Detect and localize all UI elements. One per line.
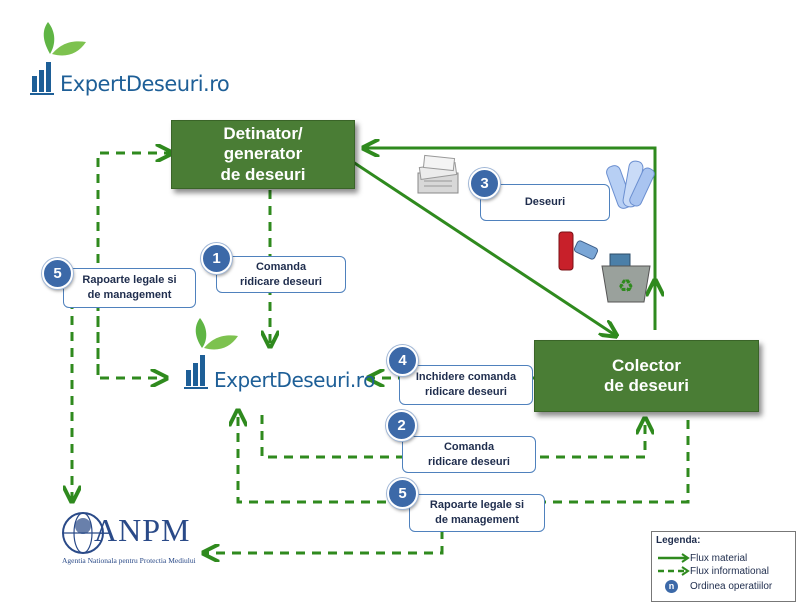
step2-label: Comanda ridicare deseuri	[402, 436, 536, 473]
collector-node: Colector de deseuri	[534, 340, 759, 412]
step5-bottom-badge: 5	[387, 478, 418, 509]
step2-badge: 2	[386, 410, 417, 441]
step1-label-text: Comanda ridicare deseuri	[240, 260, 322, 288]
logo-icon	[184, 318, 238, 389]
newspaper-stack-icon	[417, 154, 459, 194]
legend-lines-icon	[658, 553, 690, 576]
info-flow-platform-to-collector	[260, 415, 645, 459]
top-logo-text: ExpertDeseuri.ro	[60, 72, 230, 96]
generator-node: Detinator/ generator de deseuri	[171, 120, 355, 189]
step2-label-text: Comanda ridicare deseuri	[428, 440, 510, 468]
legend-informational: Flux informational	[690, 566, 769, 577]
top-logo: ExpertDeseuri.ro	[28, 20, 230, 100]
step5-bottom-label-text: Rapoarte legale si de management	[429, 499, 525, 526]
recycle-bin-icon: ♻	[601, 253, 651, 303]
svg-text:♻: ♻	[618, 276, 634, 296]
step1-label: Comanda ridicare deseuri	[216, 256, 346, 293]
legend-order-badge: n	[665, 580, 678, 593]
step5-left-label-text: Rapoarte legale si de management	[82, 274, 177, 301]
generator-node-label: Detinator/ generator de deseuri	[220, 123, 306, 184]
step4-label: Inchidere comanda ridicare deseuri	[399, 365, 533, 405]
step5-left-badge: 5	[42, 258, 73, 289]
legend-order: Ordinea operatiilor	[690, 581, 773, 592]
plastic-bottles-icon	[606, 160, 655, 209]
step4-badge: 4	[387, 345, 418, 376]
anpm-subtitle: Agentia Nationala pentru Protectia Mediu…	[62, 556, 196, 565]
info-flow-reports-to-anpm	[205, 530, 444, 553]
step5-left-label: Rapoarte legale si de management	[63, 268, 196, 308]
material-flow-to-collector	[349, 158, 615, 335]
anpm-logo: ANPM Agentia Nationala pentru Protectia …	[58, 508, 208, 570]
cans-icon	[558, 231, 599, 271]
platform-logo-text: ExpertDeseuri.ro	[214, 368, 375, 392]
info-flow-left-to-platform	[96, 300, 165, 378]
info-flow-left-top	[96, 153, 170, 375]
step5-bottom-label: Rapoarte legale si de management	[409, 494, 545, 532]
legend-material: Flux material	[690, 553, 748, 564]
anpm-title: ANPM	[94, 512, 191, 548]
legend-title: Legenda:	[656, 535, 701, 546]
material-flow-to-generator	[365, 148, 657, 330]
collector-node-label: Colector de deseuri	[603, 355, 690, 395]
step3-label-text: Deseuri	[524, 196, 566, 209]
platform-logo: ExpertDeseuri.ro	[182, 318, 375, 393]
step3-badge: 3	[469, 168, 500, 199]
legend: Legenda: Flux material Flux informationa…	[651, 531, 796, 602]
logo-icon	[30, 22, 86, 95]
step3-label: Deseuri	[480, 184, 610, 221]
globe-tree-icon	[62, 512, 104, 554]
step1-badge: 1	[201, 243, 232, 274]
step4-label-text: Inchidere comanda ridicare deseuri	[415, 371, 517, 398]
